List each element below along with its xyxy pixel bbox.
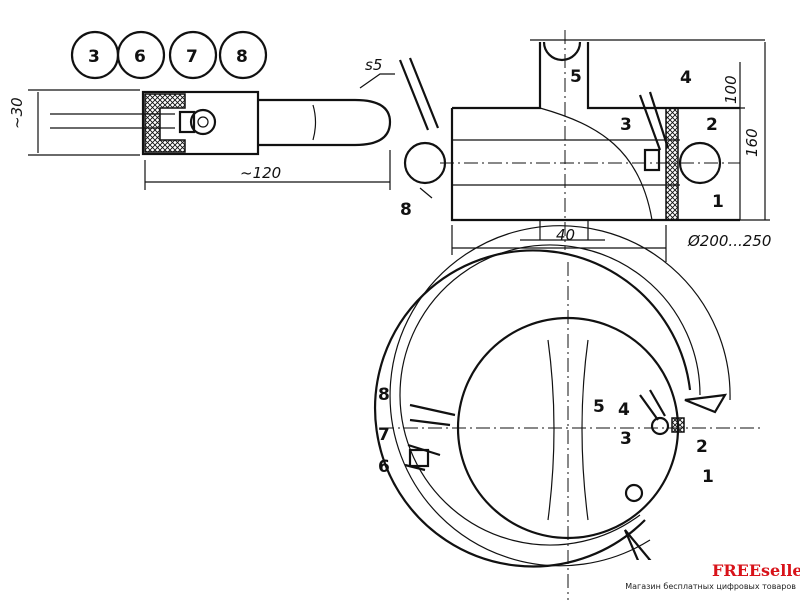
watermark-logo: FREEseller.RU Магазин бесплатных цифровы… [618, 560, 800, 594]
plan-label-3: 3 [620, 429, 632, 449]
detail-number-circles: 3 6 7 8 [70, 30, 268, 80]
dim-40: 40 [556, 226, 575, 244]
detail-8: 8 [236, 47, 248, 67]
watermark-tagline: Магазин бесплатных цифровых товаров [625, 582, 796, 591]
detail-3: 3 [88, 47, 100, 67]
plan-label-7: 7 [378, 425, 390, 445]
front-label-8: 8 [400, 200, 412, 220]
plan-label-5: 5 [593, 397, 605, 417]
front-label-4: 4 [680, 68, 692, 88]
front-label-1: 1 [712, 192, 724, 212]
detail-7: 7 [186, 47, 198, 67]
front-label-2: 2 [706, 115, 718, 135]
plan-label-6: 6 [378, 457, 390, 477]
front-label-3: 3 [620, 115, 632, 135]
plan-view: 8 7 6 5 4 3 2 1 [373, 225, 760, 600]
thickness-label: s5 [365, 56, 382, 74]
plan-label-4: 4 [618, 400, 630, 420]
dim-diameter: Ø200...250 [687, 232, 771, 250]
plan-label-1: 1 [702, 467, 714, 487]
front-label-5: 5 [570, 67, 582, 87]
side-view-clamp: ~30 ~120 s5 [8, 56, 395, 190]
front-view: 5 4 3 2 1 8 100 160 40 Ø200...250 [398, 30, 771, 262]
plan-label-8: 8 [378, 385, 390, 405]
dim-160: 160 [743, 128, 761, 157]
plan-label-2: 2 [696, 437, 708, 457]
watermark-brand: FREEseller.RU [712, 561, 800, 580]
detail-6: 6 [134, 47, 146, 67]
height-dim: ~30 [8, 97, 26, 129]
length-dim: ~120 [240, 164, 281, 182]
dim-100: 100 [722, 75, 740, 104]
